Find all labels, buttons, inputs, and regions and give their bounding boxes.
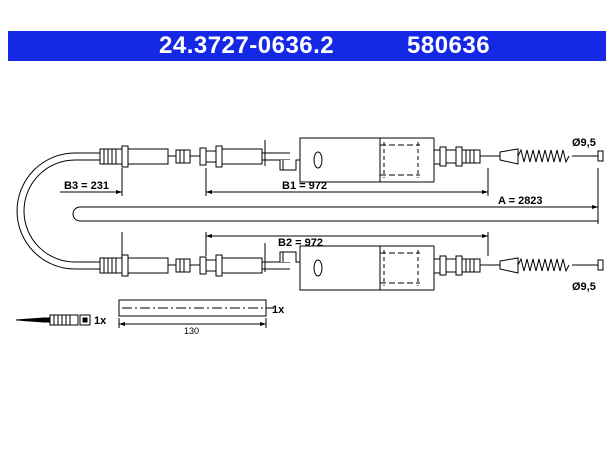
reference-number: 580636 <box>407 32 491 59</box>
dim-a-label: A = 2823 <box>498 195 543 207</box>
clip-qty-label: 1x <box>272 304 285 316</box>
top-cable-assembly <box>99 137 604 183</box>
bottom-cable-assembly <box>99 245 604 291</box>
cable-tie-accessory <box>15 314 91 326</box>
diameter-top-label: Ø9,5 <box>572 137 596 149</box>
cable-loop-outer <box>16 152 100 270</box>
guide-loop <box>72 206 598 222</box>
dim-b3-label: B3 = 231 <box>64 180 109 192</box>
header-banner: 24.3727-0636.2 580636 <box>8 31 606 61</box>
tie-qty-label: 1x <box>94 315 107 327</box>
cable-loop-inner <box>23 159 100 263</box>
clip-accessory <box>118 299 274 328</box>
dim-b2-label: B2 = 972 <box>278 237 323 249</box>
diameter-bottom-label: Ø9,5 <box>572 281 596 293</box>
dim-b1-label: B1 = 972 <box>282 180 327 192</box>
part-number: 24.3727-0636.2 <box>159 32 335 59</box>
clip-length-label: 130 <box>184 326 199 336</box>
